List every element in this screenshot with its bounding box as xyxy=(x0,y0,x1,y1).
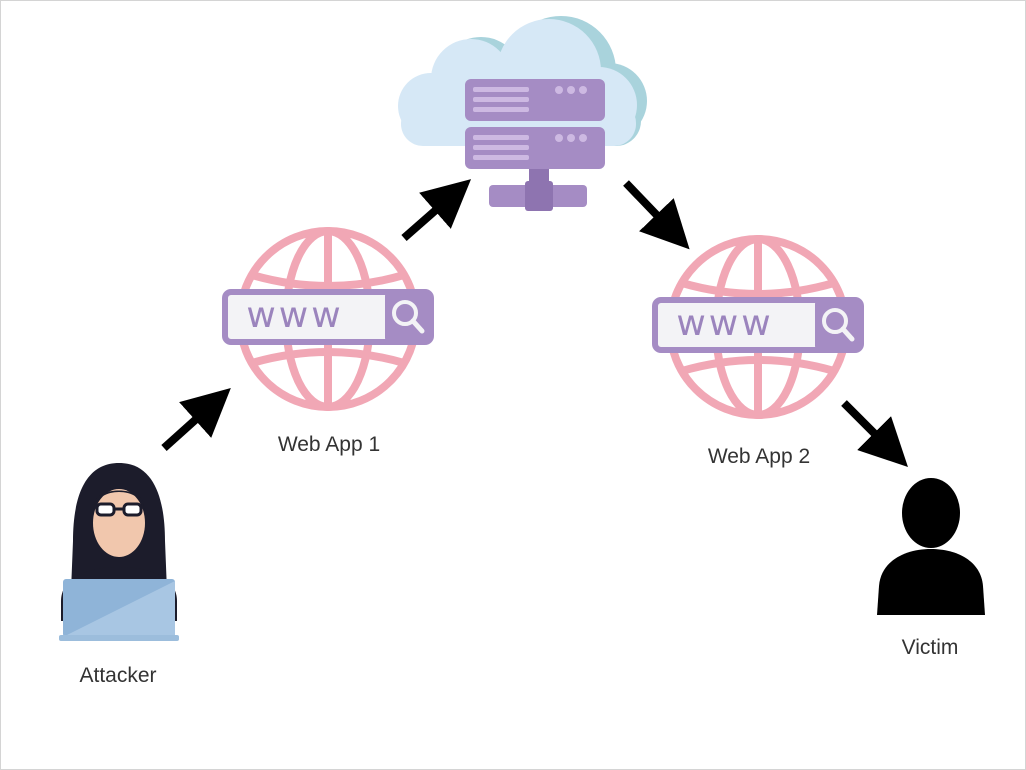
attacker-label: Attacker xyxy=(79,664,157,687)
www-globe-icon xyxy=(222,227,434,411)
glasses-icon xyxy=(95,502,143,517)
arrows xyxy=(161,179,908,467)
web-app-1-url-text: www xyxy=(246,295,344,336)
victim-label: Victim xyxy=(901,636,959,659)
arrow-attacker-to-web-app-1 xyxy=(161,387,231,451)
arrow-web-app-2-to-victim xyxy=(841,400,908,467)
web-app-2-url-text: www xyxy=(676,303,774,344)
web-app-1-label: Web App 1 xyxy=(277,433,381,456)
user-silhouette-icon xyxy=(877,478,985,615)
cloud-server-icon xyxy=(398,16,647,211)
www-globe-icon xyxy=(652,235,864,419)
search-bar-icon xyxy=(652,297,864,353)
server-rack-icon xyxy=(465,79,605,211)
arrow-server-to-web-app-2 xyxy=(623,180,690,250)
laptop-icon xyxy=(59,579,179,641)
search-bar-icon xyxy=(222,289,434,345)
arrow-web-app-1-to-server xyxy=(401,179,472,242)
web-app-2-label: Web App 2 xyxy=(707,445,811,468)
hacker-with-laptop-icon xyxy=(59,463,179,641)
